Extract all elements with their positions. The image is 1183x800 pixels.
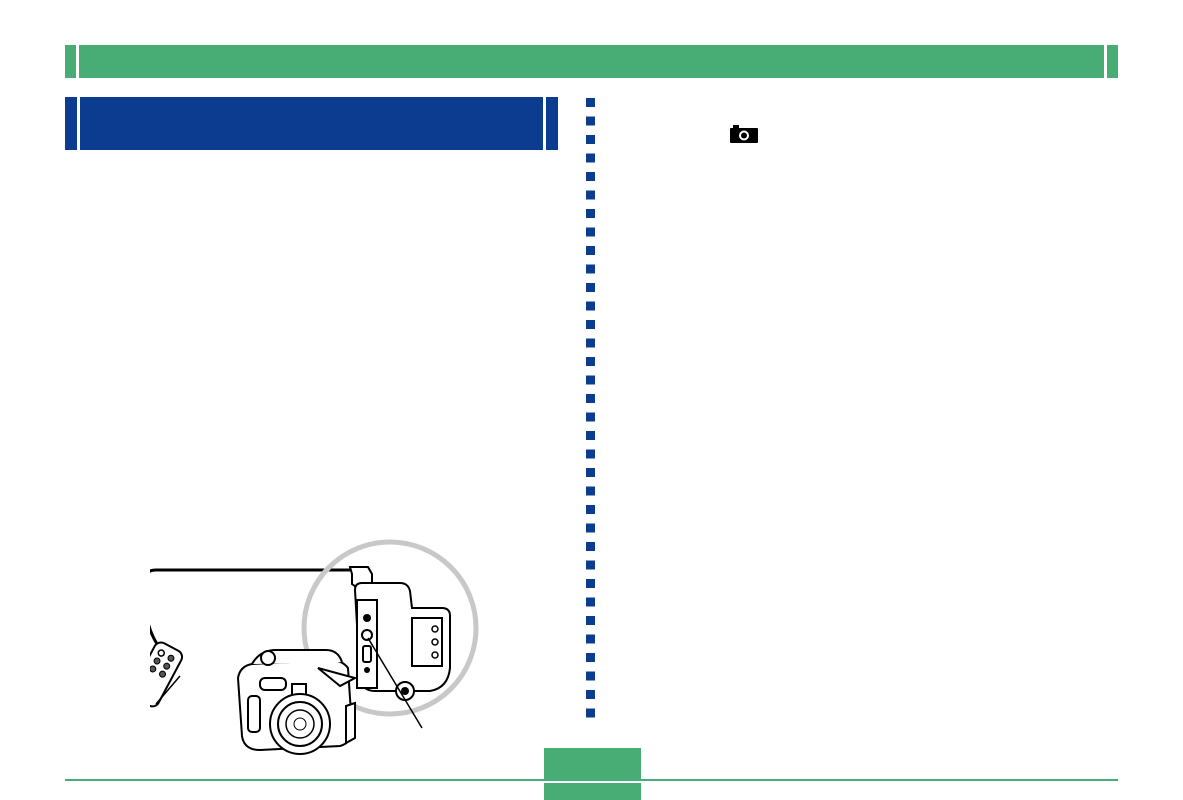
remote-control bbox=[150, 641, 184, 708]
header-band bbox=[65, 45, 1118, 78]
camera-icon bbox=[730, 125, 758, 143]
section-title-box bbox=[65, 97, 558, 150]
page-number-lower-block bbox=[544, 783, 641, 800]
section-notch-right bbox=[543, 97, 546, 150]
zoom-circle bbox=[301, 539, 479, 717]
remote-leader-line bbox=[155, 675, 181, 705]
header-notch-left bbox=[76, 45, 79, 78]
page-number-upper-block bbox=[544, 748, 641, 780]
header-notch-right bbox=[1104, 45, 1107, 78]
page-number bbox=[544, 748, 641, 780]
camera-side-panel bbox=[356, 599, 378, 689]
page-number-box bbox=[544, 748, 641, 800]
section-notch-left bbox=[77, 97, 80, 150]
remote-camera-illustration bbox=[150, 539, 479, 755]
bottom-rule bbox=[65, 779, 1118, 781]
port-leader-line bbox=[367, 637, 423, 729]
remote-cable bbox=[150, 568, 350, 652]
column-divider bbox=[586, 98, 595, 720]
